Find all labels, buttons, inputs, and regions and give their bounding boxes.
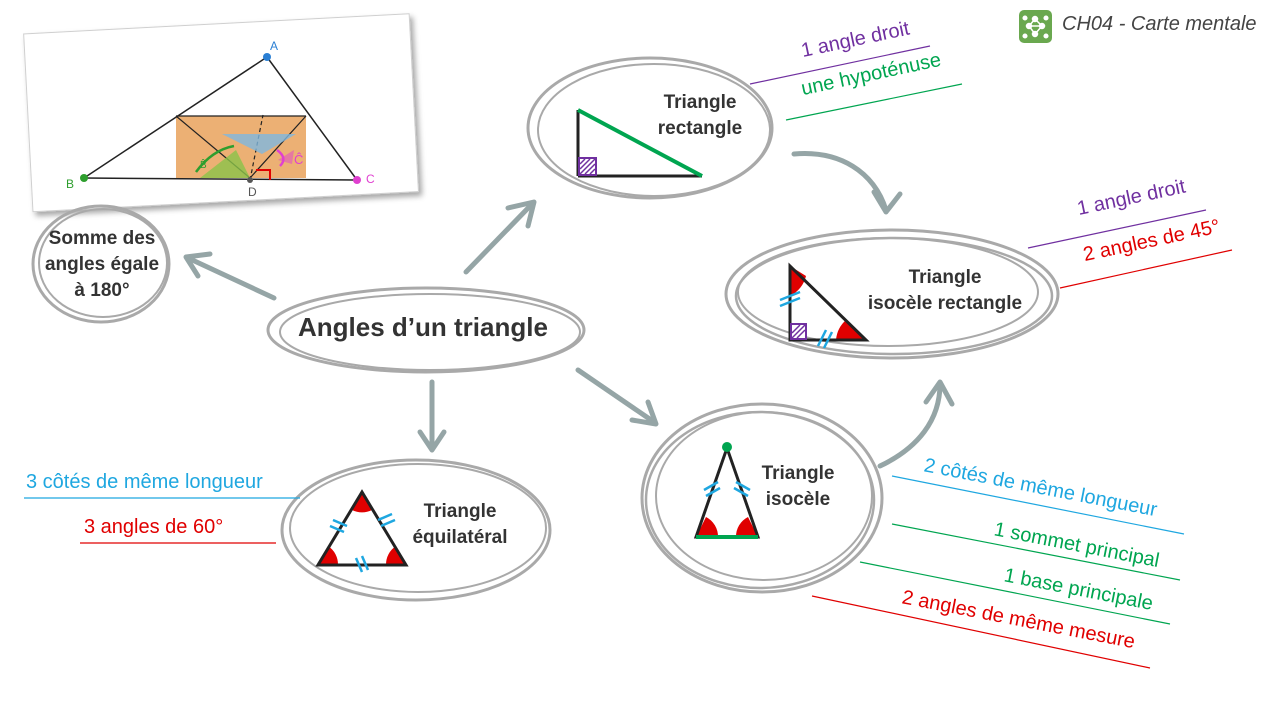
rectangle-node-label: Triangle rectangle <box>640 90 760 142</box>
angle-c-label: Ĉ <box>294 152 303 167</box>
fold-rectangle <box>176 116 306 178</box>
somme-line1: Somme des <box>48 228 156 249</box>
somme-node-label: Somme des angles égale à 180° <box>36 226 168 304</box>
rectangle-line1: Triangle <box>663 92 737 113</box>
arrow-to-somme <box>183 251 277 301</box>
somme-ellipse <box>31 204 171 324</box>
page-title: CH04 - Carte mentale <box>1062 13 1257 35</box>
isosceles-right-triangle-drawing <box>779 262 870 349</box>
equilateral-line1: Triangle <box>423 501 497 522</box>
node-ellipses <box>31 56 1060 602</box>
somme-line2: angles égale <box>44 254 160 275</box>
point-b-label: B <box>66 177 74 191</box>
isocele-rectangle-line1: Triangle <box>908 267 982 288</box>
figure-labels: A B C D B̂ Ĉ <box>66 39 375 199</box>
triangle-figure <box>80 53 361 184</box>
isocele-node-label: Triangle isocèle <box>756 461 840 513</box>
isosceles-triangle-drawing <box>693 442 761 539</box>
isocele-line1: Triangle <box>761 463 835 484</box>
annotation-underlines <box>24 45 1233 669</box>
arrow-to-equilateral <box>417 379 447 453</box>
central-topic-label: Angles d’un triangle <box>298 312 548 342</box>
point-c-label: C <box>366 172 375 186</box>
isocele-ellipse <box>640 402 884 594</box>
isocele-rectangle-ellipse <box>724 228 1060 360</box>
figure-card <box>23 13 419 213</box>
annotation-equilateral-angles: 3 angles de 60° <box>84 516 224 538</box>
arrow-rectangle-to-isorect <box>791 151 903 215</box>
isocele-rectangle-node-label: Triangle isocèle rectangle <box>858 265 1032 317</box>
rectangle-line2: rectangle <box>657 118 743 139</box>
isocele-rectangle-line2: isocèle rectangle <box>867 293 1023 314</box>
point-d-label: D <box>248 185 257 199</box>
equilateral-triangle-drawing <box>315 489 409 573</box>
isocele-line2: isocèle <box>765 489 831 510</box>
center-ellipse <box>266 286 586 374</box>
molecule-network-icon <box>1019 10 1052 43</box>
equilateral-ellipse <box>280 458 552 602</box>
right-triangle-drawing <box>576 108 703 178</box>
somme-line3: à 180° <box>74 280 130 301</box>
equilateral-node-label: Triangle équilatéral <box>402 499 518 551</box>
arrow-isocele-to-isorect <box>877 379 955 469</box>
arrow-to-rectangle <box>463 199 537 275</box>
equilateral-line2: équilatéral <box>412 527 508 548</box>
rectangle-ellipse <box>526 56 774 200</box>
angle-b-fill <box>200 150 250 178</box>
angle-a-fill <box>222 134 296 154</box>
angle-b-label: B̂ <box>200 157 207 171</box>
connector-arrows <box>183 151 955 469</box>
arrow-to-isocele <box>575 367 659 427</box>
point-a-label: A <box>270 39 278 53</box>
annotation-equilateral-cotes: 3 côtés de même longueur <box>26 471 263 493</box>
